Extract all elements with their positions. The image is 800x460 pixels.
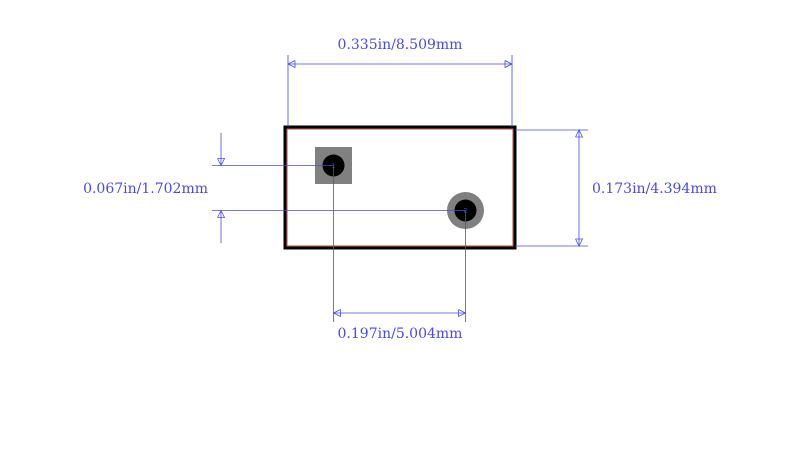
body-outline	[283, 125, 517, 250]
arrow-top	[575, 129, 584, 138]
arrow-bottom	[575, 238, 584, 247]
arrow-top	[217, 158, 226, 167]
body-width-label: 0.173in/4.394mm	[592, 181, 717, 197]
dimension-pad-offset	[212, 133, 466, 243]
pad-offset-label: 0.067in/1.702mm	[83, 181, 208, 197]
dimension-body-width	[515, 129, 588, 247]
courtyard-outline	[286, 128, 514, 247]
pin-pitch-label: 0.197in/5.004mm	[338, 326, 463, 342]
component-body	[283, 125, 517, 250]
arrow-right	[458, 309, 467, 318]
dimension-body-length	[287, 55, 513, 127]
arrow-left	[287, 60, 296, 69]
arrow-left	[332, 309, 341, 318]
dimension-pin-pitch	[332, 165, 467, 322]
body-length-label: 0.335in/8.509mm	[338, 37, 463, 53]
arrow-right	[504, 60, 513, 69]
arrow-bottom	[217, 209, 226, 218]
